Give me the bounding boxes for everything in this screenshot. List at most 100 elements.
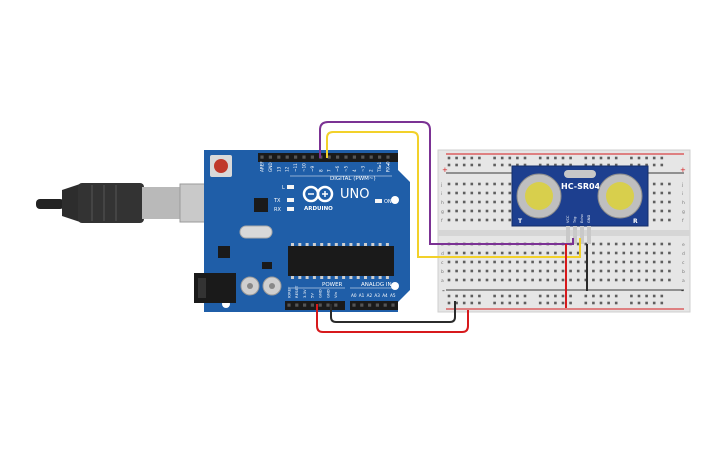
breadboard-center-channel xyxy=(438,230,690,236)
digital-pin-label: RX◂0 xyxy=(386,161,391,172)
usb-chip xyxy=(254,198,268,212)
digital-pin-hole[interactable] xyxy=(327,155,331,159)
row-letter-right: g xyxy=(682,210,685,215)
power-pin-hole[interactable] xyxy=(303,303,307,307)
sensor-pin-label: VCC xyxy=(566,215,570,223)
digital-pin-hole[interactable] xyxy=(294,155,298,159)
mounting-hole xyxy=(391,282,399,290)
digital-header-label: DIGITAL (PWM~) xyxy=(330,176,376,182)
digital-pin-hole[interactable] xyxy=(369,155,373,159)
on-led-label: ON xyxy=(384,199,392,205)
row-letter-left: g xyxy=(441,210,444,215)
usb-cable[interactable] xyxy=(36,183,213,223)
power-pin-label: GND xyxy=(325,289,330,298)
digital-pin-label: 13 xyxy=(276,166,281,172)
capacitor-top xyxy=(247,283,253,289)
row-letter-right: d xyxy=(682,251,685,257)
top-rail-plus-right: + xyxy=(680,166,686,174)
digital-pin-hole[interactable] xyxy=(336,155,340,159)
analog-pin-hole[interactable] xyxy=(383,303,387,307)
power-pin-hole[interactable] xyxy=(326,303,330,307)
analog-pin-hole[interactable] xyxy=(391,303,395,307)
power-pin-hole[interactable] xyxy=(310,303,314,307)
transmitter-mark: T xyxy=(518,218,523,225)
small-component xyxy=(262,262,272,269)
sensor-pin-label: Echo xyxy=(580,214,584,223)
digital-pin-label: ~11 xyxy=(293,163,298,172)
analog-pin-hole[interactable] xyxy=(352,303,356,307)
usb-cable-tail xyxy=(36,199,64,209)
power-pin-label: 5V xyxy=(310,293,315,298)
row-letter-right: f xyxy=(682,218,684,224)
power-wire-arduino[interactable] xyxy=(316,304,469,333)
digital-pin-label: ~3 xyxy=(360,165,365,172)
power-header xyxy=(285,301,345,310)
power-pin-label: Vin xyxy=(333,291,338,298)
rx-led xyxy=(287,207,294,211)
analog-pin-hole[interactable] xyxy=(360,303,364,307)
analog-pin-hole[interactable] xyxy=(375,303,379,307)
digital-pin-hole[interactable] xyxy=(352,155,356,159)
ground-wire-arduino[interactable] xyxy=(330,301,456,323)
digital-pin-hole[interactable] xyxy=(277,155,281,159)
row-letter-right: j xyxy=(681,182,683,188)
row-letter-left: j xyxy=(440,182,442,188)
analog-pin-label: A5 xyxy=(390,293,396,298)
power-pin-hole[interactable] xyxy=(334,303,338,307)
board-model-text: UNO xyxy=(340,187,369,202)
power-pin-label: 3.3V xyxy=(302,289,307,298)
bottom-rail-minus-right: - xyxy=(681,286,684,295)
digital-pin-label: TX▸1 xyxy=(377,161,382,173)
digital-pin-label: 8 xyxy=(318,169,323,172)
row-letter-right: h xyxy=(682,200,685,206)
trig-wire[interactable] xyxy=(319,121,574,245)
row-letter-right: a xyxy=(682,279,685,284)
bottom-pin-holes xyxy=(287,303,395,307)
usb-strain-relief xyxy=(62,184,80,222)
transmitter-mesh xyxy=(525,182,553,210)
power-pin-label: GND xyxy=(318,289,323,298)
row-letter-left: b xyxy=(441,269,444,275)
sensor-pin-label: GND xyxy=(587,215,591,223)
row-letter-right: e xyxy=(682,243,685,248)
power-pin-hole[interactable] xyxy=(295,303,299,307)
row-letter-left: d xyxy=(441,251,444,257)
sensor-pin-label: Trig xyxy=(573,217,577,224)
power-pin-hole[interactable] xyxy=(318,303,322,307)
tx-led-label: TX xyxy=(273,198,281,204)
row-letter-left: e xyxy=(441,243,444,248)
digital-pin-hole[interactable] xyxy=(260,155,264,159)
digital-pin-label: AREF xyxy=(260,161,265,172)
digital-pin-label: ~5 xyxy=(344,165,349,172)
analog-pin-label: A4 xyxy=(382,293,388,298)
analog-pin-hole[interactable] xyxy=(368,303,372,307)
echo-wire[interactable] xyxy=(326,131,581,258)
reset-button-cap[interactable] xyxy=(214,159,228,173)
usb-metal-connector xyxy=(142,187,182,219)
power-pin-hole[interactable] xyxy=(287,303,291,307)
bottom-rail-minus-left: - xyxy=(442,286,445,295)
digital-pin-label: 12 xyxy=(285,166,290,172)
digital-pin-hole[interactable] xyxy=(361,155,365,159)
digital-pin-label: 4 xyxy=(352,169,357,172)
row-letter-right: i xyxy=(682,191,683,197)
digital-pin-hole[interactable] xyxy=(386,155,390,159)
analog-header xyxy=(350,301,398,310)
analog-pin-label: A0 xyxy=(351,293,357,298)
tx-led xyxy=(287,198,294,202)
digital-pin-hole[interactable] xyxy=(268,155,272,159)
digital-pin-hole[interactable] xyxy=(310,155,314,159)
digital-pin-hole[interactable] xyxy=(302,155,306,159)
digital-pin-hole[interactable] xyxy=(285,155,289,159)
analog-pin-label: A1 xyxy=(359,293,365,298)
arduino-logo-text: ARDUINO xyxy=(304,206,333,212)
digital-pin-hole[interactable] xyxy=(344,155,348,159)
row-letter-left: f xyxy=(441,218,443,224)
rx-led-label: RX xyxy=(274,207,281,213)
digital-pin-hole[interactable] xyxy=(378,155,382,159)
power-pin-label: IOREF xyxy=(286,287,291,298)
